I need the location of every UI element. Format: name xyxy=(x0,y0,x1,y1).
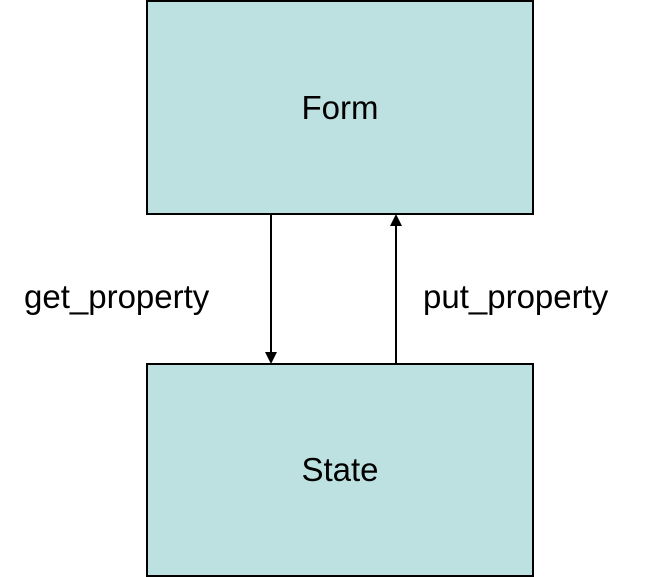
form-node: Form xyxy=(146,0,534,215)
put-property-label: put_property xyxy=(423,278,609,315)
state-node-label: State xyxy=(301,451,379,488)
state-node: State xyxy=(146,363,534,577)
get-property-label: get_property xyxy=(24,278,210,315)
form-node-label: Form xyxy=(301,88,379,126)
